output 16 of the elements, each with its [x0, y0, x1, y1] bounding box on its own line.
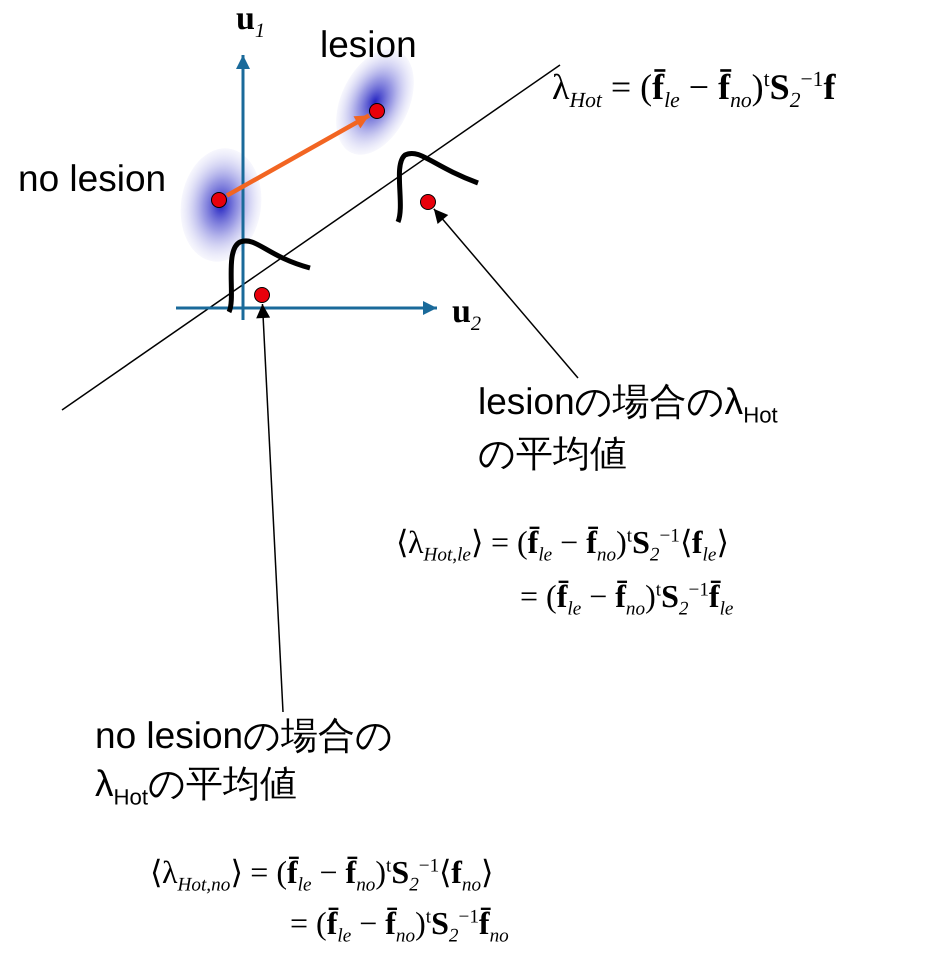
- class-label: no lesion: [18, 158, 166, 200]
- mean-point: [420, 194, 436, 210]
- equation: λ$_{Hot}$ = (f̄$_{le}$ − f̄$_{no}$)$^{t}$S$_{2}$$^{−1}$f: [552, 66, 836, 114]
- axis-label: u$_{2}$: [452, 293, 482, 336]
- equation: ⟨λ$_{Hot,no}$⟩ = (f̄$_{le}$ − f̄$_{no}$)$^{t}$S$_{2}$$^{−1}$⟨f$_{no}$⟩: [150, 853, 494, 896]
- leader-line: [256, 304, 284, 712]
- equation: = (f̄$_{le}$ − f̄$_{no}$)$^{t}$S$_{2}$$^{−1}$f̄$_{no}$: [290, 905, 509, 948]
- equation: = (f̄$_{le}$ − f̄$_{no}$)$^{t}$S$_{2}$$^{−1}$f̄$_{le}$: [520, 578, 734, 620]
- equation: ⟨λ$_{Hot,le}$⟩ = (f̄$_{le}$ − f̄$_{no}$)$^{t}$S$_{2}$$^{−1}$⟨f$_{le}$⟩: [396, 523, 728, 566]
- arrow: [226, 113, 370, 198]
- mean-point: [254, 287, 270, 303]
- axis-label: u$_{1}$: [236, 0, 266, 43]
- class-label: lesion: [320, 24, 417, 66]
- leader-line: [433, 208, 579, 378]
- annotation-text: lesionの場合のλ$_{Hot}$の平均値: [478, 378, 778, 478]
- annotation-text: no lesionの場合のλ$_{Hot}$の平均値: [95, 712, 435, 812]
